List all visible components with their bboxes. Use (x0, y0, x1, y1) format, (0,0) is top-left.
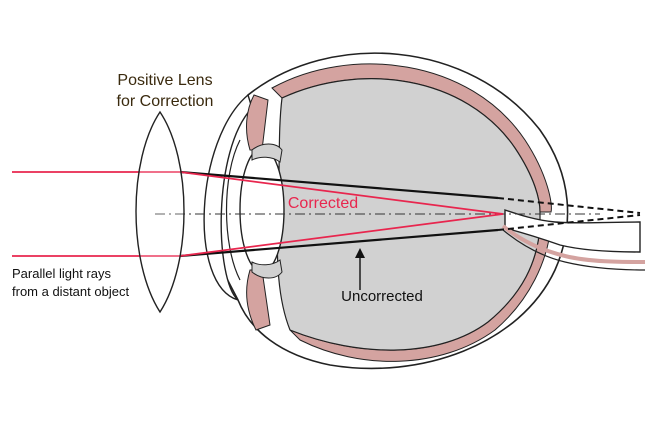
ciliary-body-upper (251, 143, 283, 163)
lens-label-line-2: for Correction (117, 93, 214, 110)
corrected-ray-lower (179, 213, 504, 257)
uncorrected-ray-lower (179, 228, 499, 258)
optic-nerve (504, 209, 641, 253)
rays-label-line-2: from a distant object (12, 284, 129, 299)
uncorrected-ray-upper-extension (497, 197, 641, 214)
lens-label-line-1: Positive Lens (117, 72, 212, 89)
uncorrected-ray-upper (179, 170, 499, 200)
rays-label-line-1: Parallel light rays (12, 266, 111, 281)
optic-nerve-sheath-outline (502, 229, 646, 271)
uncorrected-label: Uncorrected (341, 288, 423, 305)
corrected-ray-upper (179, 171, 504, 215)
corrected-label: Corrected (288, 195, 358, 212)
uncorrected-pointer-arrowhead (355, 248, 365, 258)
ciliary-body-lower (251, 259, 283, 279)
anterior-chamber (225, 139, 241, 281)
optic-nerve-sheath (501, 224, 646, 264)
iris-lower (246, 269, 271, 331)
positive-correction-lens (135, 110, 185, 314)
crystalline-lens (239, 147, 285, 273)
uncorrected-ray-lower-extension (497, 214, 641, 231)
cornea (203, 93, 253, 301)
